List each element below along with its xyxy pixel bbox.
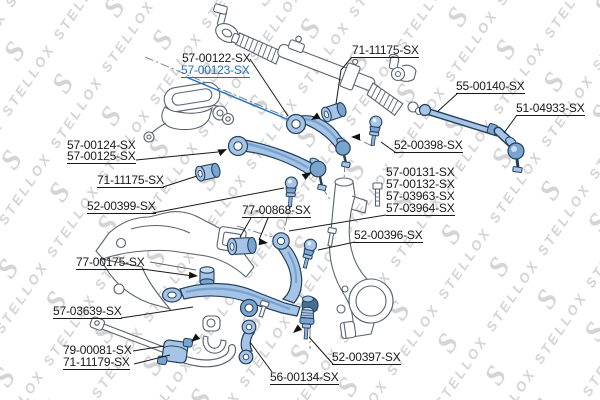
part-label-57-00132: 57-00132-SX xyxy=(386,177,455,191)
part-label-52-00398: 52-00398-SX xyxy=(394,138,463,153)
part-label-57-00122: 57-00122-SX xyxy=(182,51,251,65)
part-label-57-03639: 57-03639-SX xyxy=(53,304,122,319)
leader-lines xyxy=(120,56,518,373)
part-label-57-00131: 57-00131-SX xyxy=(386,165,455,179)
steering-rack-assembly xyxy=(213,3,424,117)
stabilizer-rubber-bushing xyxy=(202,315,221,332)
ball-stud-52-00399 xyxy=(284,176,298,207)
part-label-71-11175-left: 71-11175-SX xyxy=(97,173,164,188)
part-label-57-00125: 57-00125-SX xyxy=(67,149,136,164)
assembly-axis-lines xyxy=(144,56,373,349)
part-label-56-00134: 56-00134-SX xyxy=(270,370,339,385)
arm-bushing-top xyxy=(320,102,347,123)
curved-lower-arm xyxy=(272,232,303,304)
stabilizer-bracket xyxy=(202,335,227,354)
part-label-57-03964: 57-03964-SX xyxy=(386,201,455,216)
part-label-57-03963: 57-03963-SX xyxy=(386,189,455,203)
pointer-arrows xyxy=(188,112,360,342)
engine-mount-bracket xyxy=(143,81,235,143)
upper-control-arm-rear xyxy=(227,135,327,192)
stabilizer-link xyxy=(238,319,257,365)
lower-control-arm xyxy=(161,282,319,318)
upper-control-arm-front xyxy=(285,113,351,168)
part-label-55-00140: 55-00140-SX xyxy=(456,79,525,94)
arm-bushing-left xyxy=(194,162,221,182)
part-label-79-00081: 79-00081-SX xyxy=(63,343,132,357)
bolt xyxy=(327,227,337,247)
tie-rod-end xyxy=(493,126,525,174)
bushing-77-00868 xyxy=(226,236,257,256)
ball-stud-52-00396 xyxy=(302,238,318,269)
part-label-71-11179: 71-11179-SX xyxy=(63,355,130,370)
bolt xyxy=(258,299,270,318)
bushing-77-00175 xyxy=(199,266,215,286)
ball-joint-52-00397 xyxy=(299,306,315,340)
part-label-57-00124: 57-00124-SX xyxy=(67,138,136,152)
part-label-77-00175: 77-00175-SX xyxy=(76,255,145,270)
part-label-77-00868: 77-00868-SX xyxy=(242,203,311,218)
part-label-52-00396: 52-00396-SX xyxy=(354,228,423,243)
highlight-leader-line xyxy=(185,76,290,121)
part-label-57-00123-highlighted: 57-00123-SX xyxy=(181,63,250,78)
part-label-52-00397: 52-00397-SX xyxy=(332,350,401,365)
steering-knuckle-outline xyxy=(329,177,394,340)
axial-rod xyxy=(418,103,501,137)
part-label-52-00399: 52-00399-SX xyxy=(87,199,156,214)
part-label-71-11175-top: 71-11175-SX xyxy=(352,43,419,58)
part-label-51-04933: 51-04933-SX xyxy=(516,101,585,116)
bolt xyxy=(372,182,383,207)
ball-stud-52-00398 xyxy=(369,115,383,147)
